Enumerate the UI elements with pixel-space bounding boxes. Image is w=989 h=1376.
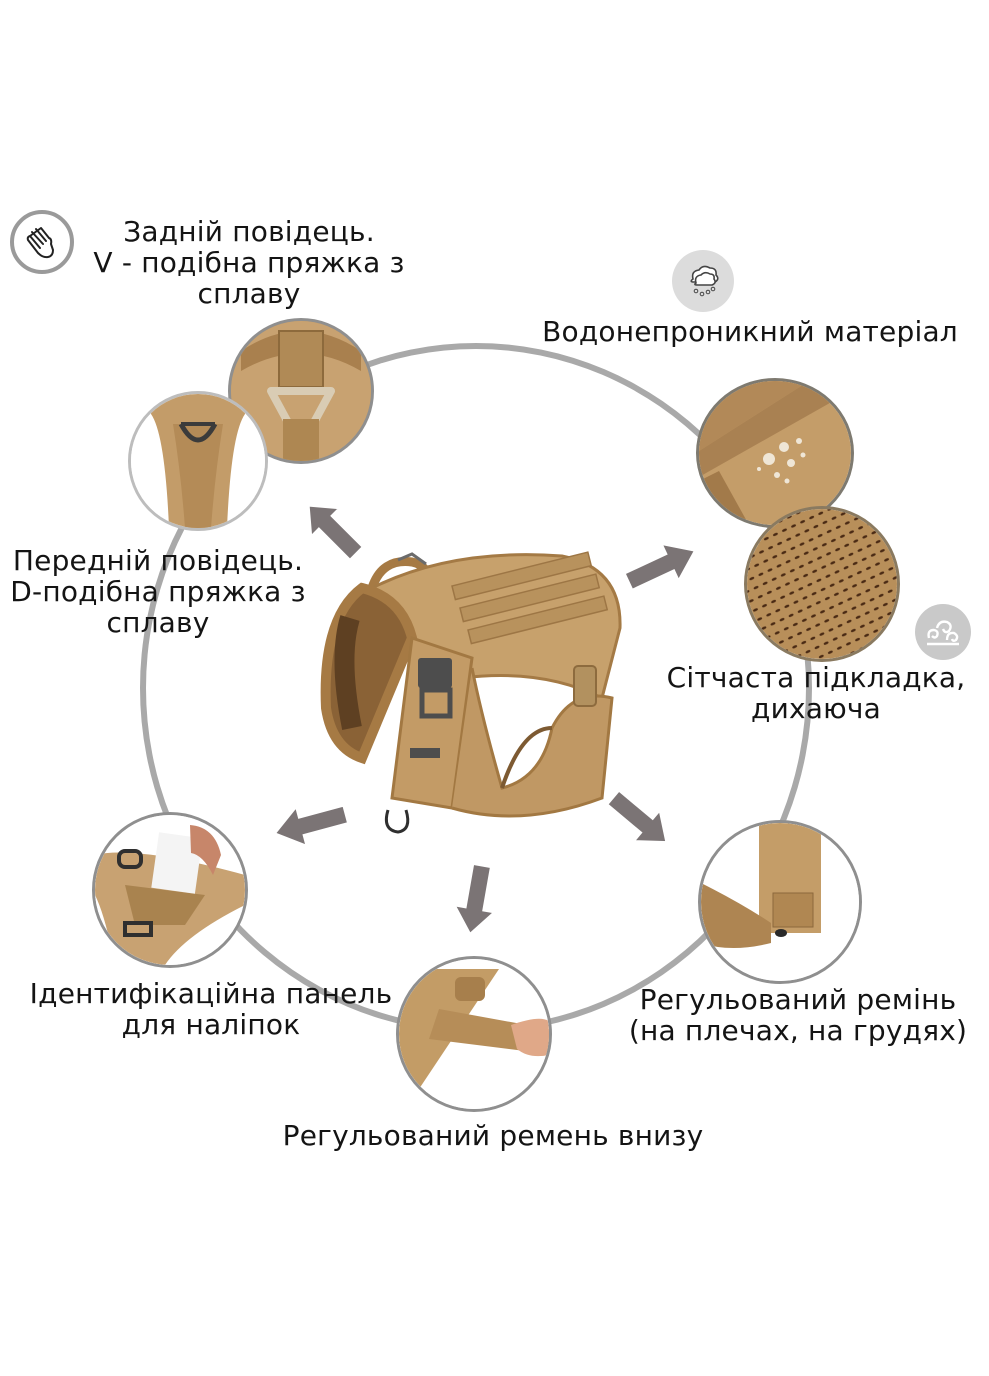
- label-line: V - подібна пряжка з: [93, 246, 405, 279]
- id-panel-label: Ідентифікаційна панель для наліпок: [14, 978, 408, 1040]
- rain-cloud-icon: [672, 250, 734, 312]
- label-line: Ідентифікаційна панель: [29, 977, 393, 1010]
- label-line: Сітчаста підкладка,: [666, 661, 966, 694]
- bottom-strap-photo: [396, 956, 552, 1112]
- mesh-lining-label: Сітчаста підкладка, дихаюча: [656, 662, 976, 724]
- d-ring-photo: [128, 391, 268, 531]
- label-line: Регульований ремень внизу: [282, 1119, 704, 1152]
- id-panel-photo: [92, 812, 248, 968]
- waterproof-photo: [696, 378, 854, 528]
- label-line: сплаву: [197, 277, 301, 310]
- label-line: D-подібна пряжка з: [10, 575, 306, 608]
- label-line: Задній повідець.: [123, 215, 375, 248]
- waterproof-label: Водонепроникний матеріал: [522, 316, 978, 347]
- shoulder-strap-photo: [698, 820, 862, 984]
- harness-product-image: [320, 551, 622, 834]
- label-line: для наліпок: [121, 1008, 301, 1041]
- label-line: Передній повідець.: [12, 544, 304, 577]
- hand-icon: [10, 210, 74, 274]
- wind-swirl-icon: [915, 604, 971, 660]
- label-line: (на плечах, на грудях): [628, 1014, 968, 1047]
- mesh-photo: [744, 506, 900, 662]
- label-line: дихаюча: [751, 692, 881, 725]
- label-line: сплаву: [106, 606, 210, 639]
- adjustable-strap-label: Регульований ремінь (на плечах, на грудя…: [616, 984, 980, 1046]
- bottom-strap-label: Регульований ремень внизу: [258, 1120, 728, 1151]
- front-leash-label: Передній повідець. D-подібна пряжка з сп…: [0, 545, 316, 638]
- rear-leash-label: Задній повідець. V - подібна пряжка з сп…: [84, 216, 414, 309]
- label-line: Регульований ремінь: [639, 983, 957, 1016]
- label-line: Водонепроникний матеріал: [542, 315, 958, 348]
